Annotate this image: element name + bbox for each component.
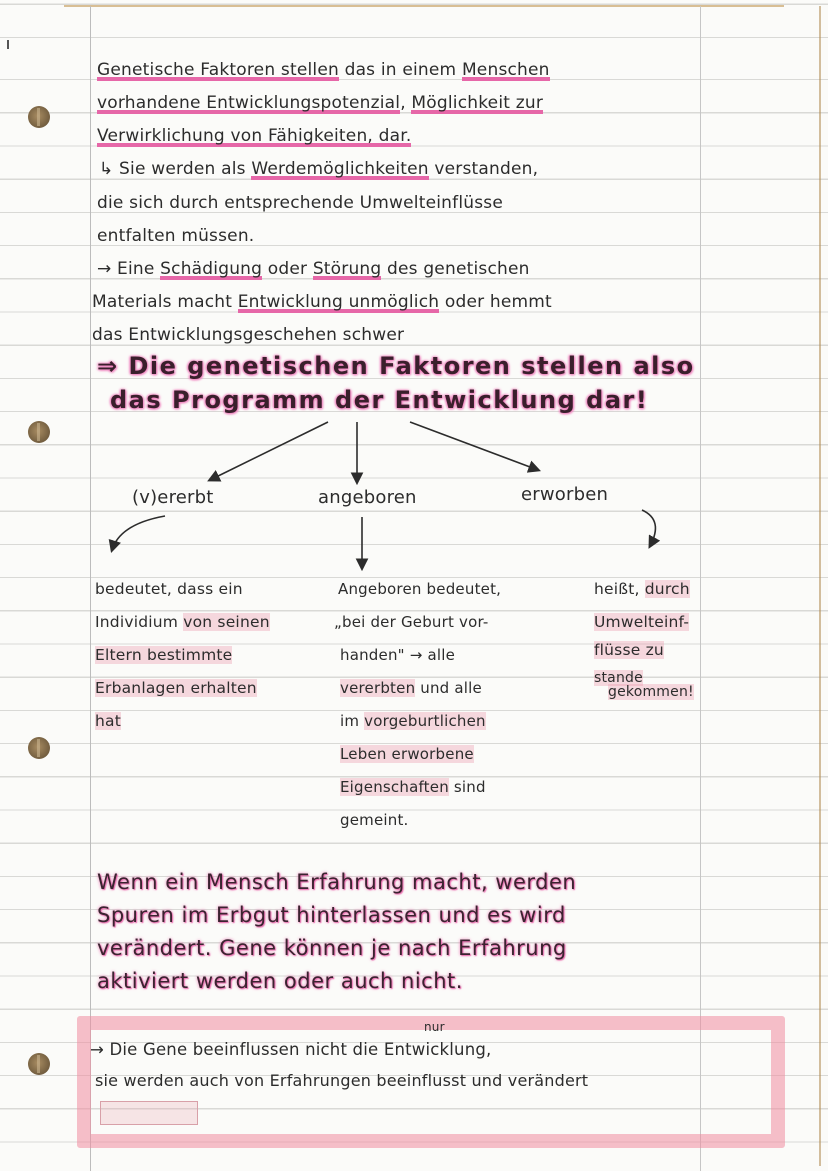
text: das in einem — [338, 60, 462, 80]
intro-line-5: die sich durch entsprechende Umwelteinfl… — [97, 193, 503, 213]
highlighted-phrase: hat — [95, 712, 121, 730]
definition-line: Angeboren bedeutet, — [338, 580, 501, 598]
text: verstanden, — [428, 159, 539, 179]
underlined-phrase: Schädigung — [160, 259, 263, 279]
damage-line-1: → Eine Schädigung oder Störung des genet… — [97, 259, 530, 279]
definition-line: Eigenschaften sind — [340, 778, 486, 796]
text: Die Gene beeinflussen nicht die Entwickl… — [109, 1040, 492, 1059]
underlined-phrase: Verwirklichung von Fähigkeiten, dar. — [97, 126, 412, 146]
definition-line: „bei der Geburt vor- — [334, 613, 489, 631]
underlined-phrase: Menschen — [461, 60, 550, 80]
definition-line: Leben erworbene — [340, 745, 474, 763]
text: und alle — [415, 679, 482, 697]
branch-label-erworben: erworben — [521, 484, 609, 505]
underlined-phrase: vorhandene Entwicklungspotenzial — [97, 93, 401, 113]
left-margin-line — [90, 6, 91, 1171]
definition-line: gekommen! — [608, 684, 694, 700]
definition-line: bedeutet, dass ein — [95, 580, 243, 598]
arrow-right-icon: → — [97, 259, 112, 279]
definition-line: stande — [594, 670, 643, 686]
highlighted-phrase: vorgeburtlichen — [364, 712, 486, 730]
intro-line-2: vorhandene Entwicklungspotenzial, Möglic… — [97, 93, 543, 113]
right-margin-line — [700, 6, 701, 1171]
highlighted-phrase: Erbanlagen erhalten — [95, 679, 257, 697]
underlined-phrase: Möglichkeit zur — [411, 93, 544, 113]
punch-hole-icon — [28, 737, 50, 759]
punch-hole-icon — [28, 106, 50, 128]
inserted-word: nur — [424, 1020, 445, 1034]
intro-line-3: Verwirklichung von Fähigkeiten, dar. — [97, 126, 411, 146]
highlighted-phrase: vererbten — [340, 679, 416, 697]
damage-line-3: das Entwicklungsgeschehen schwer — [92, 325, 405, 345]
definition-line: Umwelteinf- — [594, 613, 690, 631]
text: Angeboren bedeutet, — [338, 580, 502, 598]
definition-line: vererbten und alle — [340, 679, 482, 697]
highlighted-phrase: Umwelteinf- — [594, 613, 690, 631]
highlighted-phrase: stande — [594, 670, 643, 686]
definition-line: Individium von seinen — [95, 613, 270, 631]
arrow-right-icon: → — [90, 1040, 105, 1059]
text: oder hemmt — [439, 292, 552, 312]
branch-arrows-diagram — [108, 421, 661, 572]
text: gemeint. — [340, 811, 409, 829]
highlighted-phrase: gekommen! — [608, 684, 694, 700]
definition-line: handen" → alle — [340, 646, 455, 664]
definition-line: flüsse zu — [594, 641, 664, 659]
branch-label-angeboren: angeboren — [318, 487, 417, 508]
double-arrow-icon: ⇒ — [97, 352, 119, 380]
damage-line-2: Materials macht Entwicklung unmöglich od… — [92, 292, 552, 312]
text: Eine — [111, 259, 161, 279]
turn-arrow-icon: ↳ — [99, 159, 114, 179]
definition-line: im vorgeburtlichen — [340, 712, 486, 730]
summary-highlight-box — [77, 1016, 785, 1148]
intro-note-line: ↳ Sie werden als Werdemöglichkeiten vers… — [99, 159, 538, 179]
text: oder — [262, 259, 313, 279]
highlighted-phrase: Leben erworbene — [340, 745, 474, 763]
text: , — [400, 93, 412, 113]
text: im — [340, 712, 365, 730]
text: handen" → alle — [340, 646, 456, 664]
punch-hole-icon — [28, 421, 50, 443]
underlined-phrase: Genetische Faktoren stellen — [97, 60, 339, 80]
summary-line-2: sie werden auch von Erfahrungen beeinflu… — [95, 1071, 589, 1090]
definition-line: gemeint. — [340, 811, 409, 829]
definition-line: hat — [95, 712, 121, 730]
conclusion-line-2: das Programm der Entwicklung dar! — [110, 386, 649, 414]
arrow-icon — [108, 421, 661, 572]
experience-line: Spuren im Erbgut hinterlassen und es wir… — [97, 903, 566, 927]
text: Die genetischen Faktoren stellen also — [128, 352, 695, 380]
intro-line-6: entfalten müssen. — [97, 226, 255, 246]
summary-line-1: → Die Gene beeinflussen nicht die Entwic… — [90, 1040, 492, 1059]
text: „bei der Geburt vor- — [334, 613, 489, 631]
definition-line: heißt, durch — [594, 580, 690, 598]
underlined-phrase: Entwicklung unmöglich — [237, 292, 440, 312]
page-top-edge — [64, 5, 784, 7]
definition-line: Eltern bestimmte — [95, 646, 233, 664]
highlighted-phrase: flüsse zu — [594, 641, 664, 659]
conclusion-line-1: ⇒ Die genetischen Faktoren stellen also — [97, 352, 695, 380]
highlighted-phrase: Eltern bestimmte — [95, 646, 233, 664]
highlighted-phrase: durch — [644, 580, 690, 598]
experience-line: Wenn ein Mensch Erfahrung macht, werden — [97, 870, 577, 894]
pen-mark — [7, 40, 9, 49]
text: heißt, — [594, 580, 645, 598]
watermark-stamp — [100, 1101, 198, 1125]
experience-line: verändert. Gene können je nach Erfahrung — [97, 936, 567, 960]
definition-line: Erbanlagen erhalten — [95, 679, 257, 697]
text: bedeutet, dass ein — [95, 580, 243, 598]
highlighted-phrase: von seinen — [183, 613, 270, 631]
underlined-phrase: Störung — [312, 259, 382, 279]
branch-label-ererbt: (v)ererbt — [132, 487, 214, 508]
intro-line-1: Genetische Faktoren stellen das in einem… — [97, 60, 550, 80]
experience-line: aktiviert werden oder auch nicht. — [97, 969, 463, 993]
underlined-phrase: Werdemöglichkeiten — [251, 159, 429, 179]
text: sind — [448, 778, 486, 796]
punch-hole-icon — [28, 1053, 50, 1075]
text: Individium — [95, 613, 184, 631]
highlighted-phrase: Eigenschaften — [340, 778, 449, 796]
page-right-edge — [819, 6, 821, 1166]
text: Materials macht — [92, 292, 238, 312]
text: Sie werden als — [113, 159, 252, 179]
text: des genetischen — [381, 259, 530, 279]
